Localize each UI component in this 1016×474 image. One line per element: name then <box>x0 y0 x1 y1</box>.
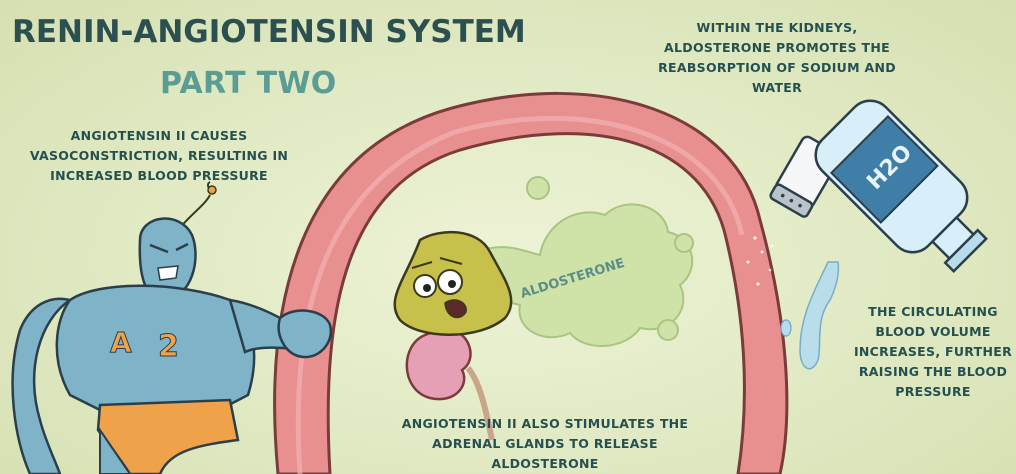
note-blood-volume: THE CIRCULATING BLOOD VOLUME INCREASES, … <box>848 302 1016 402</box>
page-title: RENIN-ANGIOTENSIN SYSTEM <box>12 14 526 50</box>
water-drop <box>781 320 791 336</box>
note-kidneys: WITHIN THE KIDNEYS, ALDOSTERONE PROMOTES… <box>652 18 902 98</box>
chest-number-2: 2 <box>158 329 179 364</box>
page-subtitle: PART TWO <box>160 66 337 101</box>
note-vasoconstriction: ANGIOTENSIN II CAUSES VASOCONSTRICTION, … <box>14 126 304 186</box>
water-stream <box>800 262 838 369</box>
hero-fist <box>279 311 331 358</box>
water-bottle: H2O <box>807 92 1002 287</box>
chest-letter-a: A <box>110 326 132 359</box>
antenna-ball <box>208 186 216 194</box>
note-adrenal-glands: ANGIOTENSIN II ALSO STIMULATES THE ADREN… <box>400 414 690 474</box>
